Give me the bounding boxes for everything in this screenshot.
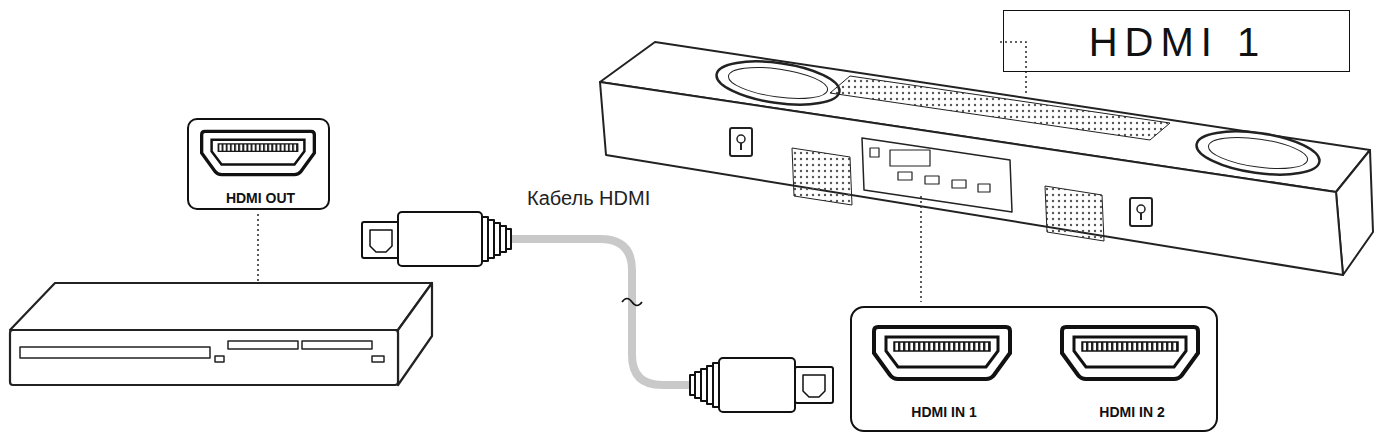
port-name: HDMI IN 2 [1099, 404, 1164, 420]
hdmi-plug [362, 212, 511, 266]
cable-label: Кабель HDMI [527, 187, 650, 210]
port-name: HDMI OUT [226, 190, 295, 206]
port-name: HDMI IN 1 [911, 404, 976, 420]
hdmi-plug [690, 358, 833, 412]
hdmi-port [874, 327, 1010, 379]
port-callout: HDMI OUT [187, 118, 330, 210]
hdmi-port [202, 131, 315, 174]
soundbar [600, 42, 1373, 275]
port-callout: HDMI IN 1 HDMI IN 2 [850, 306, 1218, 432]
hdmi-port [1062, 327, 1198, 379]
player-device [10, 283, 432, 385]
leader-line [258, 42, 1026, 302]
display-panel: HDMI 1 [1003, 10, 1350, 72]
port-name: HDMI 1 [1089, 20, 1267, 65]
hdmi-cable [510, 239, 692, 385]
